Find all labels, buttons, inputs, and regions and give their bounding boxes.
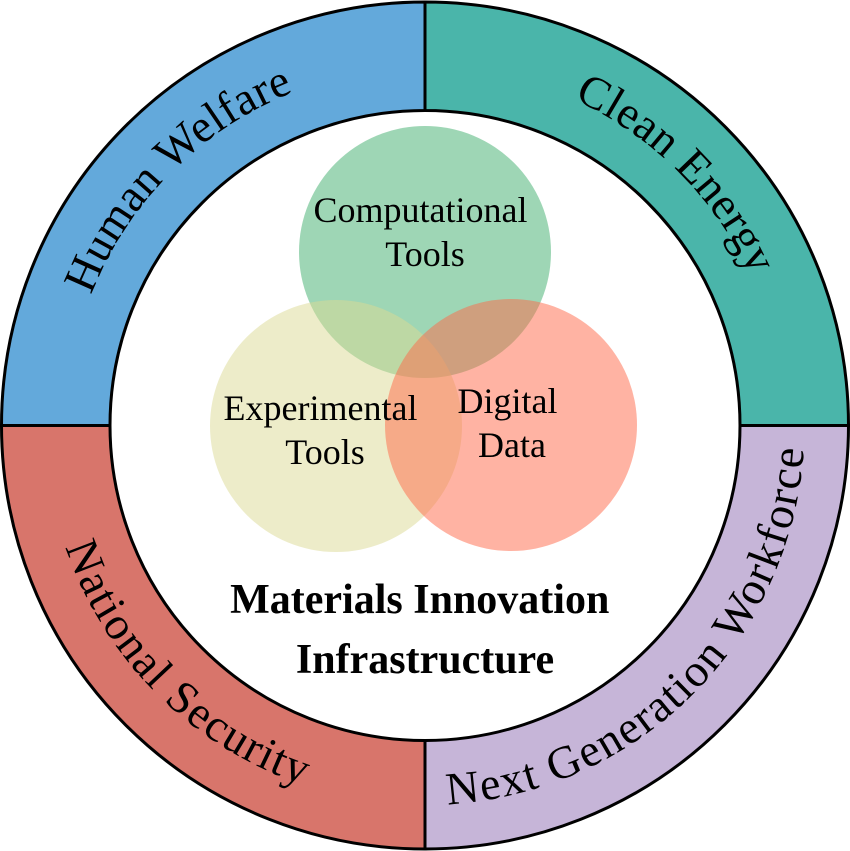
venn-label-digital-data: Digital Data bbox=[458, 381, 567, 465]
venn-circle-experimental-tools bbox=[210, 300, 462, 552]
ring-segment-national-security bbox=[0, 424, 427, 851]
venn-circle-digital-data bbox=[385, 299, 637, 551]
venn-label-experimental-tools: Experimental Tools bbox=[224, 388, 427, 472]
diagram-title: Materials Innovation Infrastructure bbox=[230, 577, 620, 683]
ring-segment-clean-energy bbox=[423, 0, 850, 427]
ring-segment-next-generation-workforce bbox=[423, 424, 850, 851]
ring-segment-human-welfare bbox=[0, 0, 427, 427]
venn-label-computational-tools: Computational Tools bbox=[314, 190, 537, 274]
